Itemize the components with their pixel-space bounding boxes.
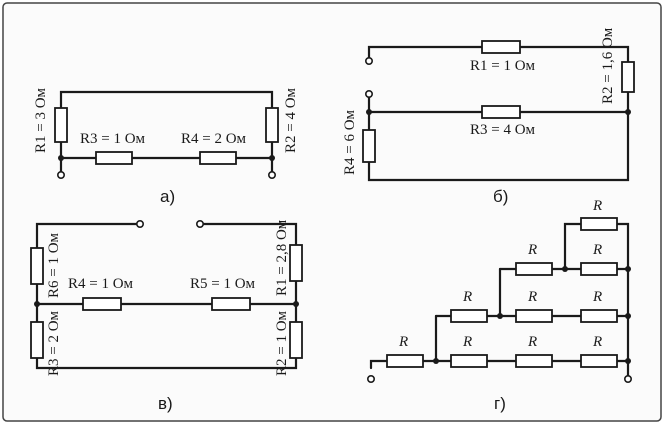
- label-r: R: [527, 334, 537, 350]
- panel-v: R6 = 1 Ом R3 = 2 Ом R1 = 2,8 Ом R2 = 1 О…: [30, 219, 303, 413]
- resistor-r4: [362, 129, 376, 163]
- resistor-g7: [386, 354, 424, 368]
- resistor-g9: [515, 354, 553, 368]
- junction: [497, 313, 503, 319]
- label-r1: R1 = 1 Ом: [470, 58, 536, 74]
- label-r: R: [462, 334, 472, 350]
- label-r: R: [592, 289, 602, 305]
- resistor-r2: [265, 107, 279, 143]
- resistor-r2: [621, 61, 635, 93]
- junction-right: [269, 155, 275, 161]
- junction: [625, 266, 631, 272]
- junction-left: [34, 301, 40, 307]
- panel-g: R R R R R R R R R R г): [366, 198, 632, 413]
- junction-right: [625, 109, 631, 115]
- label-r4: R4 = 1 Ом: [68, 276, 134, 292]
- resistor-r3: [30, 321, 44, 359]
- label-r: R: [592, 198, 602, 214]
- resistor-r2: [289, 321, 303, 359]
- resistor-r3: [95, 151, 133, 165]
- label-r3: R3 = 4 Ом: [470, 122, 536, 138]
- resistor-g8: [450, 354, 488, 368]
- junction-left: [58, 155, 64, 161]
- resistor-r5: [211, 297, 251, 311]
- resistor-r4: [82, 297, 122, 311]
- junction-left: [366, 109, 372, 115]
- junction: [625, 358, 631, 364]
- resistor-r3: [481, 105, 521, 119]
- resistor-r1: [289, 244, 303, 282]
- label-r2: R2 = 1,6 Ом: [600, 27, 616, 104]
- label-r3: R3 = 1 Ом: [80, 131, 146, 147]
- junction-right: [293, 301, 299, 307]
- label-r4: R4 = 2 Ом: [181, 131, 247, 147]
- label-r2: R2 = 4 Ом: [283, 87, 299, 153]
- resistor-g2: [515, 262, 553, 276]
- terminal-left: [366, 374, 375, 383]
- caption-b: б): [493, 187, 508, 206]
- resistor-g1: [580, 217, 618, 231]
- panel-b: R1 = 1 Ом R2 = 1,6 Ом R3 = 4 Ом R4 = 6 О…: [342, 27, 635, 206]
- caption-a: а): [160, 187, 175, 206]
- resistor-r1: [54, 107, 68, 143]
- junction: [625, 313, 631, 319]
- label-r: R: [527, 289, 537, 305]
- resistor-r6: [30, 247, 44, 285]
- label-r: R: [592, 242, 602, 258]
- resistor-g6: [580, 309, 618, 323]
- terminal-middle: [364, 90, 373, 99]
- terminal-left: [56, 171, 65, 180]
- resistor-g10: [580, 354, 618, 368]
- label-r1: R1 = 2,8 Ом: [274, 219, 290, 296]
- caption-g: г): [494, 394, 506, 413]
- label-r2: R2 = 1 Ом: [274, 310, 290, 376]
- resistor-g4: [450, 309, 488, 323]
- caption-v: в): [158, 394, 173, 413]
- junction: [562, 266, 568, 272]
- label-r4: R4 = 6 Ом: [342, 109, 358, 175]
- resistor-r4: [199, 151, 237, 165]
- label-r6: R6 = 1 Ом: [46, 232, 62, 298]
- label-r: R: [398, 334, 408, 350]
- terminal-right: [196, 220, 205, 229]
- resistor-g5: [515, 309, 553, 323]
- terminal-right: [623, 374, 632, 383]
- label-r1: R1 = 3 Ом: [33, 87, 49, 153]
- label-r: R: [592, 334, 602, 350]
- junction: [433, 358, 439, 364]
- wire-outer-loop: [35, 222, 298, 370]
- resistor-r1: [481, 40, 521, 54]
- label-r: R: [462, 289, 472, 305]
- terminal-top: [364, 56, 373, 65]
- label-r: R: [527, 242, 537, 258]
- label-r5: R5 = 1 Ом: [190, 276, 256, 292]
- label-r3: R3 = 2 Ом: [46, 310, 62, 376]
- panel-a: R1 = 3 Ом R2 = 4 Ом R3 = 1 Ом R4 = 2 Ом …: [33, 87, 299, 206]
- resistor-g3: [580, 262, 618, 276]
- terminal-right: [267, 171, 276, 180]
- terminal-left: [136, 220, 145, 229]
- wire-outer: [369, 222, 630, 370]
